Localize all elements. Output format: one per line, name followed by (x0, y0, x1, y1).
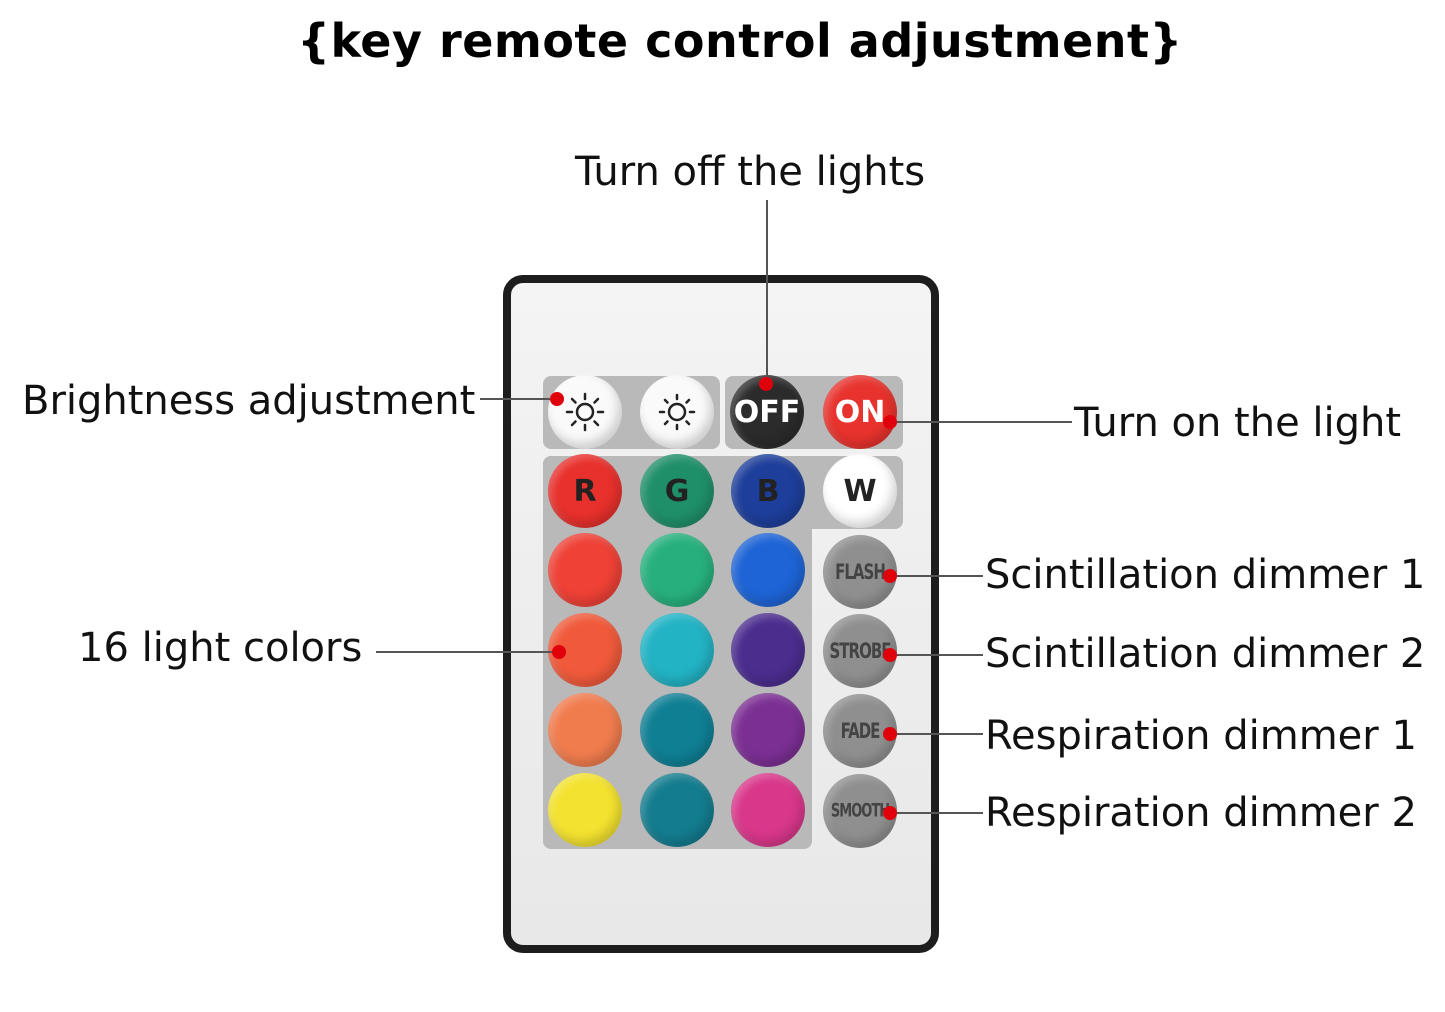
leader-line-brightness (480, 398, 557, 400)
label-flash: Scintillation dimmer 1 (985, 552, 1426, 598)
label-turn-on: Turn on the light (1074, 400, 1402, 446)
pointer-dot (550, 392, 564, 406)
pointer-dot (883, 727, 897, 741)
blue-button-label: B (756, 473, 780, 509)
white-button-label: W (843, 473, 877, 509)
color-button[interactable] (731, 533, 805, 607)
color-button[interactable] (640, 533, 714, 607)
leader-line-smooth (891, 812, 983, 814)
red-button-label: R (573, 473, 597, 509)
off-button[interactable]: OFF (730, 375, 804, 449)
label-smooth: Respiration dimmer 2 (985, 790, 1417, 836)
brightness-up-button[interactable] (548, 375, 622, 449)
red-button[interactable]: R (548, 454, 622, 528)
brightness-down-icon (658, 393, 696, 431)
leader-line-fade (891, 733, 983, 735)
color-button[interactable] (640, 693, 714, 767)
color-button[interactable] (731, 693, 805, 767)
label-fade: Respiration dimmer 1 (985, 713, 1417, 759)
color-button[interactable] (548, 773, 622, 847)
pointer-dot (883, 806, 897, 820)
off-button-label: OFF (733, 394, 801, 430)
brightness-up-icon (565, 392, 605, 432)
leader-line-strobe (891, 654, 983, 656)
label-brightness: Brightness adjustment (22, 378, 476, 424)
pointer-dot (552, 645, 566, 659)
smooth-button-label: SMOOTH (830, 800, 890, 822)
white-button[interactable]: W (823, 454, 897, 528)
on-button-label: ON (834, 394, 886, 430)
color-button[interactable] (548, 533, 622, 607)
leader-line-flash (891, 575, 983, 577)
leader-line-colors (376, 651, 559, 653)
color-button[interactable] (640, 773, 714, 847)
leader-line-off (766, 200, 768, 384)
pointer-dot (883, 415, 897, 429)
brightness-down-button[interactable] (640, 375, 714, 449)
green-button[interactable]: G (640, 454, 714, 528)
green-button-label: G (664, 473, 690, 509)
color-button[interactable] (731, 773, 805, 847)
color-button[interactable] (640, 613, 714, 687)
label-strobe: Scintillation dimmer 2 (985, 631, 1426, 677)
pointer-dot (759, 377, 773, 391)
strobe-button-label: STROBE (829, 638, 891, 664)
leader-line-on (892, 421, 1072, 423)
page-title: {key remote control adjustment} (297, 14, 1183, 68)
color-button[interactable] (548, 693, 622, 767)
on-button[interactable]: ON (823, 375, 897, 449)
flash-button-label: FLASH (835, 559, 886, 585)
label-16-colors: 16 light colors (78, 625, 363, 671)
blue-button[interactable]: B (731, 454, 805, 528)
pointer-dot (883, 569, 897, 583)
color-button[interactable] (731, 613, 805, 687)
pointer-dot (883, 648, 897, 662)
strobe-button[interactable]: STROBE (823, 614, 897, 688)
fade-button-label: FADE (840, 718, 881, 744)
flash-button[interactable]: FLASH (823, 535, 897, 609)
label-turn-off: Turn off the lights (575, 149, 926, 195)
